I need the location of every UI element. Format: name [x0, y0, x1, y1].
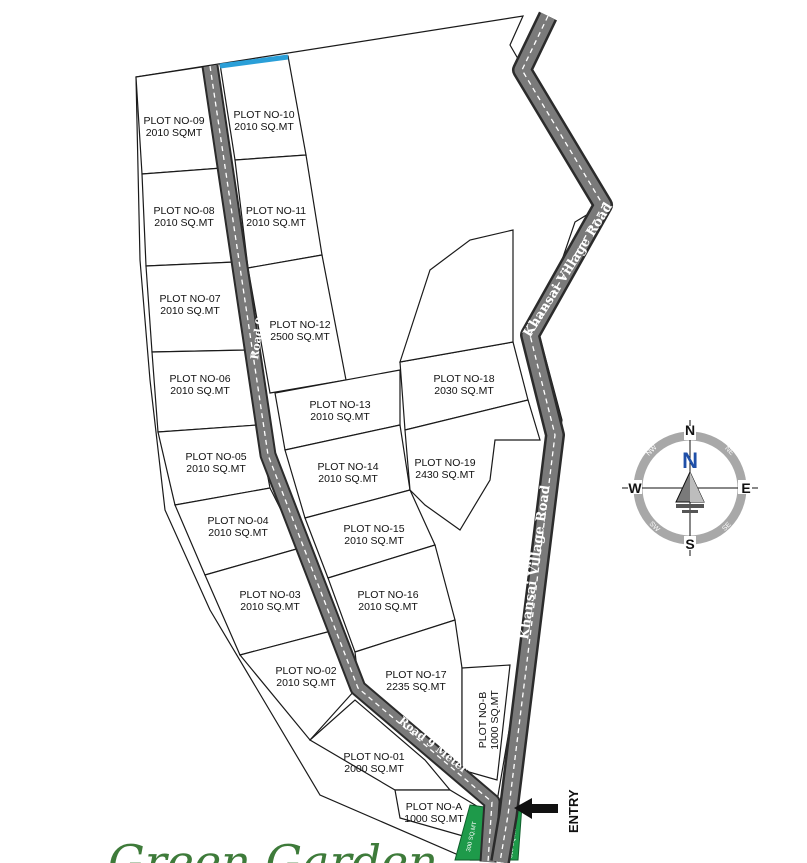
compass-s: S: [685, 536, 694, 552]
entry-arrow-icon: [514, 798, 558, 819]
compass-n: N: [685, 422, 695, 438]
entry-label: ENTRY: [566, 789, 581, 833]
compass-e: E: [741, 480, 750, 496]
compass-se: SE: [721, 521, 733, 533]
entry-marker: ENTRY: [514, 789, 581, 833]
signature-logo: Green Garden: [108, 835, 438, 863]
plot-polygons: [135, 55, 541, 839]
compass-w: W: [628, 480, 642, 496]
compass-rose: N S W E NW NE SW SE N: [622, 420, 758, 556]
plot-label-pB: PLOT NO-B1000 SQ.MT: [477, 690, 501, 750]
water-edge: [219, 54, 289, 69]
compass-needle-letter: N: [682, 448, 698, 473]
